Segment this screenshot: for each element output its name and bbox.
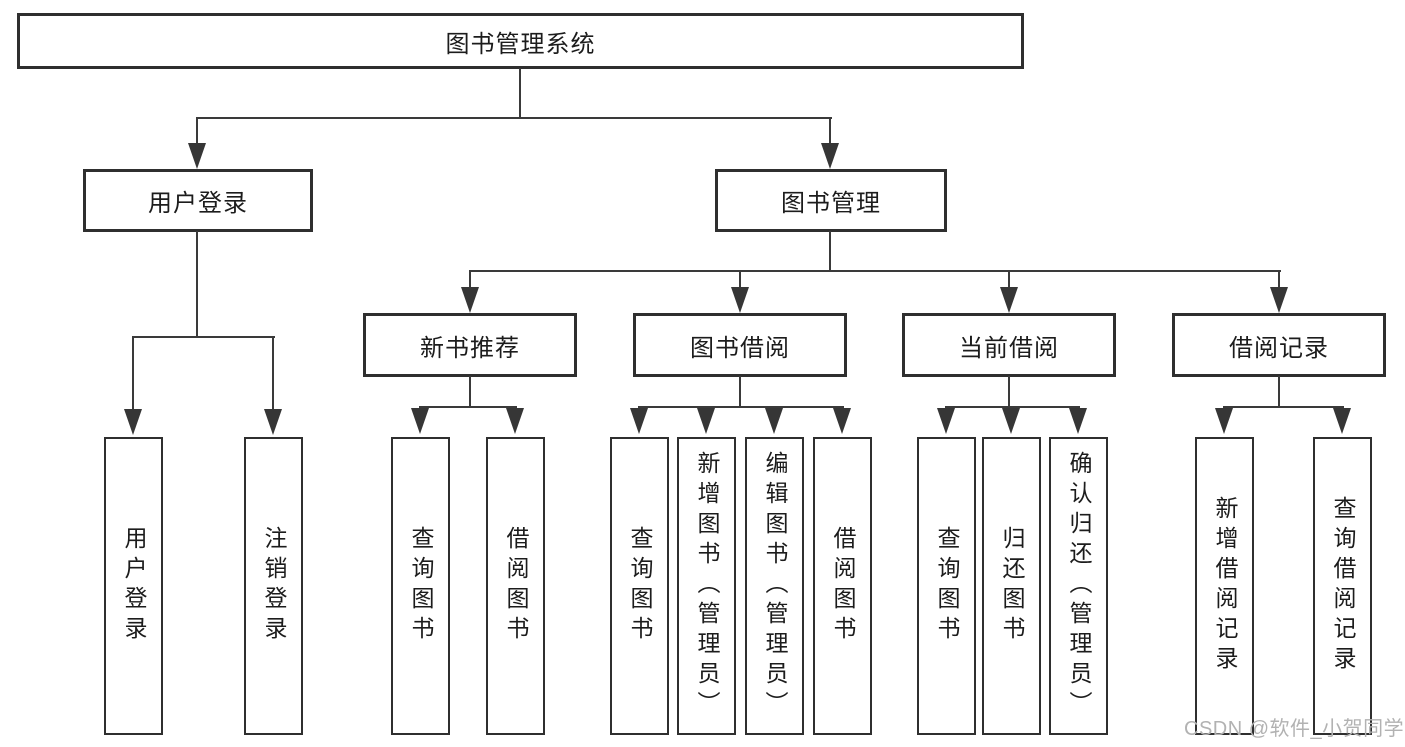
connector-line [196,117,198,144]
leaf-query-books: 查询图书 [610,437,669,735]
leaf-borrow-books: 借阅图书 [486,437,545,735]
leaf-label: 借阅图书 [830,526,856,646]
connector-line [272,336,274,410]
node-book-borrowing: 图书借阅 [633,313,847,377]
connector-line [419,406,517,408]
leaf-label: 查询图书 [408,526,434,646]
connector-line [1223,406,1344,408]
arrow-down-icon [630,408,648,434]
node-label: 当前借阅 [959,334,1059,362]
node-library-management-system: 图书管理系统 [17,13,1024,69]
leaf-label: 查询图书 [627,526,653,646]
connector-line [519,68,521,118]
connector-line [196,117,832,119]
connector-line [469,376,471,407]
leaf-return-books: 归还图书 [982,437,1041,735]
node-label: 图书管理系统 [445,30,596,58]
connector-line [132,336,134,410]
leaf-label: 归还图书 [999,526,1025,646]
arrow-down-icon [765,408,783,434]
leaf-query-books: 查询图书 [391,437,450,735]
arrow-down-icon [461,287,479,313]
connector-line [469,270,471,289]
leaf-label: 查询图书 [934,526,960,646]
arrow-down-icon [1215,408,1233,434]
connector-line [196,231,198,337]
arrow-down-icon [1069,408,1087,434]
connector-line [469,270,1281,272]
connector-line [739,376,741,407]
node-label: 用户登录 [148,190,248,217]
connector-line [829,231,831,272]
leaf-user-login: 用户登录 [104,437,163,735]
leaf-query-books: 查询图书 [917,437,976,735]
arrow-down-icon [506,408,524,434]
arrow-down-icon [833,408,851,434]
arrow-down-icon [264,409,282,435]
connector-line [132,336,275,338]
node-book-management: 图书管理 [715,169,947,232]
leaf-label: 借阅图书 [503,526,529,646]
connector-line [829,117,831,144]
leaf-label: 新增借阅记录 [1212,496,1238,676]
arrow-down-icon [697,408,715,434]
arrow-down-icon [188,143,206,169]
arrow-down-icon [821,143,839,169]
node-label: 借阅记录 [1229,334,1329,362]
leaf-edit-books-admin: 编辑图书（管理员） [745,437,804,735]
node-label: 新书推荐 [420,334,520,362]
connector-line [1278,376,1280,407]
node-label: 图书管理 [781,190,881,217]
arrow-down-icon [937,408,955,434]
node-new-book-recommendation: 新书推荐 [363,313,577,377]
node-label: 图书借阅 [690,334,790,362]
node-borrowing-records: 借阅记录 [1172,313,1386,377]
connector-line [638,406,844,408]
leaf-confirm-return-admin: 确认归还（管理员） [1049,437,1108,735]
leaf-query-borrow-record: 查询借阅记录 [1313,437,1372,735]
arrow-down-icon [1000,287,1018,313]
leaf-label: 用户登录 [121,526,147,646]
leaf-add-borrow-record: 新增借阅记录 [1195,437,1254,735]
connector-line [739,270,741,289]
watermark: CSDN @软件_小贺同学 [1184,718,1405,740]
connector-line [945,406,1080,408]
connector-line [1278,270,1280,289]
arrow-down-icon [124,409,142,435]
arrow-down-icon [1270,287,1288,313]
node-current-borrowing: 当前借阅 [902,313,1116,377]
node-user-login: 用户登录 [83,169,313,232]
leaf-label: 注销登录 [261,526,287,646]
arrow-down-icon [411,408,429,434]
leaf-label: 查询借阅记录 [1330,496,1356,676]
leaf-add-books-admin: 新增图书（管理员） [677,437,736,735]
arrow-down-icon [1333,408,1351,434]
arrow-down-icon [731,287,749,313]
leaf-label: 新增图书（管理员） [694,451,720,721]
leaf-label: 编辑图书（管理员） [762,451,788,721]
leaf-borrow-books: 借阅图书 [813,437,872,735]
leaf-label: 确认归还（管理员） [1066,451,1092,721]
connector-line [1008,270,1010,289]
arrow-down-icon [1002,408,1020,434]
leaf-logout: 注销登录 [244,437,303,735]
connector-line [1008,376,1010,407]
